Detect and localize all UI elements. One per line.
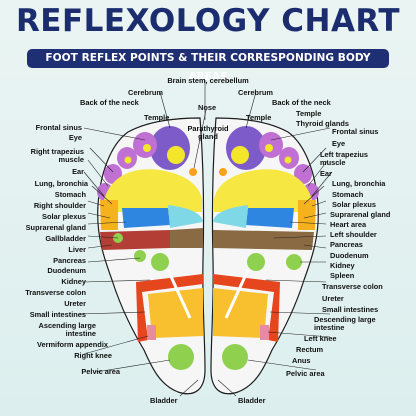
label-left-trapezius-2: muscle <box>320 159 345 167</box>
label-pelvic-area-left: Pelvic area <box>0 368 120 376</box>
nose-point-left <box>219 168 227 176</box>
label-temple-far-right: Temple <box>296 110 321 118</box>
liver-zone <box>100 230 170 250</box>
label-pancreas-right: Pancreas <box>330 241 363 249</box>
label-cerebrum-left: Cerebrum <box>128 89 163 97</box>
label-ureter-left: Ureter <box>0 300 86 308</box>
label-right-knee: Right knee <box>0 352 112 360</box>
label-suprarenal-left: Suprarenal gland <box>0 224 86 232</box>
label-right-shoulder: Right shoulder <box>0 202 86 210</box>
right-foot <box>97 118 205 394</box>
right-duodenum <box>134 250 146 262</box>
label-parathyroid-2: gland <box>186 133 230 141</box>
label-descending-large-2: intestine <box>314 324 344 332</box>
nose-point-right <box>189 168 197 176</box>
label-gallbladder: Gallbladder <box>0 235 86 243</box>
left-small-intestine <box>213 288 268 338</box>
left-kidney <box>247 253 265 271</box>
right-knee <box>147 325 156 340</box>
right-ear-point <box>125 157 132 164</box>
right-small-intestine <box>148 288 203 338</box>
left-big-toe-tip <box>231 146 249 164</box>
left-pelvic-area <box>222 344 248 370</box>
label-temple-left: Temple <box>144 114 169 122</box>
label-cerebrum-right: Cerebrum <box>238 89 273 97</box>
label-bladder-left: Bladder <box>150 397 178 405</box>
label-eye-right: Eye <box>332 140 345 148</box>
label-stomach-right: Stomach <box>332 191 363 199</box>
label-temple-right: Temple <box>246 114 271 122</box>
label-liver: Liver <box>0 246 86 254</box>
label-stomach-left: Stomach <box>0 191 86 199</box>
label-back-of-neck-right: Back of the neck <box>272 99 331 107</box>
right-eye-point <box>143 144 151 152</box>
label-anus: Anus <box>292 357 310 365</box>
label-duodenum-left: Duodenum <box>0 267 86 275</box>
right-big-toe-tip <box>167 146 185 164</box>
left-eye-point <box>265 144 273 152</box>
label-eye-left: Eye <box>0 134 82 142</box>
left-solar-plexus <box>246 208 294 228</box>
label-rectum: Rectum <box>296 346 323 354</box>
label-transverse-colon-left: Transverse colon <box>0 289 86 297</box>
label-solar-plexus-left: Solar plexus <box>0 213 86 221</box>
left-stomach-band <box>213 230 314 250</box>
label-brain-stem: Brain stem, cerebellum <box>150 77 266 85</box>
label-left-shoulder: Left shoulder <box>330 231 377 239</box>
label-spleen: Spleen <box>330 272 354 280</box>
label-pelvic-area-right: Pelvic area <box>286 370 325 378</box>
label-ascending-large-2: intestine <box>0 330 96 338</box>
label-frontal-sinus-right: Frontal sinus <box>332 128 378 136</box>
label-lung-right: Lung, bronchia <box>332 180 385 188</box>
label-right-trapezius-2: muscle <box>0 156 84 164</box>
spleen-point <box>286 254 302 270</box>
label-small-intestines-right: Small intestines <box>322 306 378 314</box>
label-transverse-colon-right: Transverse colon <box>322 283 383 291</box>
label-ear-left: Ear <box>0 168 84 176</box>
label-frontal-sinus-left: Frontal sinus <box>0 124 82 132</box>
label-kidney-left: Kidney <box>0 278 86 286</box>
label-small-intestines-left: Small intestines <box>0 311 86 319</box>
right-solar-plexus <box>122 208 170 228</box>
right-pelvic-area <box>168 344 194 370</box>
label-pancreas-left: Pancreas <box>0 257 86 265</box>
label-suprarenal-right: Suprarenal gland <box>330 211 390 219</box>
label-heart-area: Heart area <box>330 221 366 229</box>
right-stomach-band <box>170 228 203 248</box>
label-nose: Nose <box>198 104 216 112</box>
label-solar-plexus-right: Solar plexus <box>332 201 376 209</box>
left-shoulder-zone <box>298 200 316 230</box>
right-shoulder-zone <box>100 200 118 230</box>
label-kidney-right: Kidney <box>330 262 355 270</box>
label-vermiform-appendix: Vermiform appendix <box>0 341 108 349</box>
label-lung-left: Lung, bronchia <box>0 180 88 188</box>
left-knee <box>260 325 269 340</box>
label-ear-right: Ear <box>320 170 332 178</box>
label-ureter-right: Ureter <box>322 295 344 303</box>
label-left-knee: Left knee <box>304 335 336 343</box>
label-back-of-neck-left: Back of the neck <box>80 99 139 107</box>
left-ear-point <box>285 157 292 164</box>
right-kidney <box>151 253 169 271</box>
label-bladder-right: Bladder <box>238 397 266 405</box>
label-duodenum-right: Duodenum <box>330 252 369 260</box>
